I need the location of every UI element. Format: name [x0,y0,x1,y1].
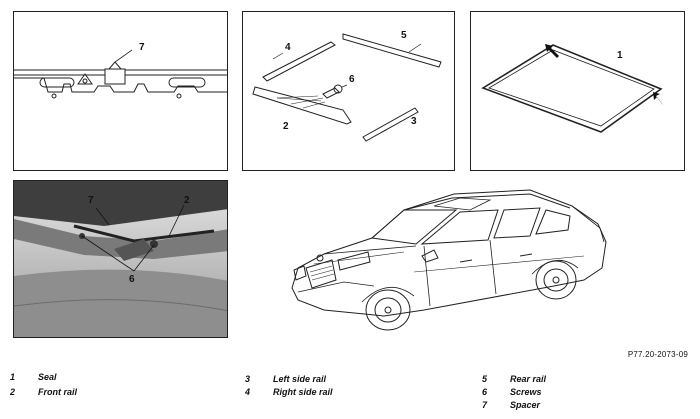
panel-rails-parts: 4 5 6 2 3 [242,11,455,171]
legend-number: 4 [245,387,251,397]
legend-number: 7 [482,400,488,410]
legend-item-spacer: 7 Spacer [482,400,540,410]
legend-item-seal: 1 Seal [10,372,57,382]
parts-legend: 1 Seal 2 Front rail 3 Left side rail 4 Right… [0,370,700,418]
legend-item-right-side-rail: 4 Right side rail [245,387,333,397]
legend-label: Spacer [510,400,541,410]
panel-installed-photo: 7 2 6 [13,180,228,338]
legend-label: Screws [510,387,542,397]
seal-drawing: 1 [481,44,663,133]
vehicle-overview-illustration [284,176,614,346]
legend-number: 1 [10,372,16,382]
legend-item-front-rail: 2 Front rail [10,387,77,397]
callout-seal: 1 [617,50,623,61]
callout-left-side-rail: 4 [285,42,291,53]
panel-spacer-detail: 7 [13,11,228,171]
callout-screws: 6 [349,74,355,85]
legend-label: Left side rail [273,374,327,384]
callout-right-side-rail: 3 [411,116,417,127]
callout-spacer: 7 [139,42,145,53]
callout-front-rail: 2 [283,121,289,132]
legend-number: 6 [482,387,488,397]
callout-photo-spacer: 7 [88,195,94,206]
legend-label: Seal [38,372,57,382]
figure-code: P77.20-2073-09 [627,350,688,359]
legend-number: 3 [245,374,251,384]
legend-item-left-side-rail: 3 Left side rail [245,374,326,384]
legend-item-rear-rail: 5 Rear rail [482,374,546,384]
callout-rear-rail: 5 [401,30,407,41]
legend-item-screws: 6 Screws [482,387,542,397]
legend-number: 5 [482,374,488,384]
installed-photo-drawing: 7 2 6 [14,181,227,337]
panel-seal: 1 [470,11,685,171]
sedan-line-drawing [291,189,607,331]
callout-photo-front-rail: 2 [184,195,190,206]
spacer-detail-drawing: 7 [14,42,227,99]
legend-label: Front rail [38,387,78,397]
legend-label: Rear rail [510,374,547,384]
legend-label: Right side rail [273,387,333,397]
callout-photo-screws: 6 [129,274,135,285]
rails-parts-drawing: 4 5 6 2 3 [252,30,442,142]
legend-number: 2 [10,387,16,397]
